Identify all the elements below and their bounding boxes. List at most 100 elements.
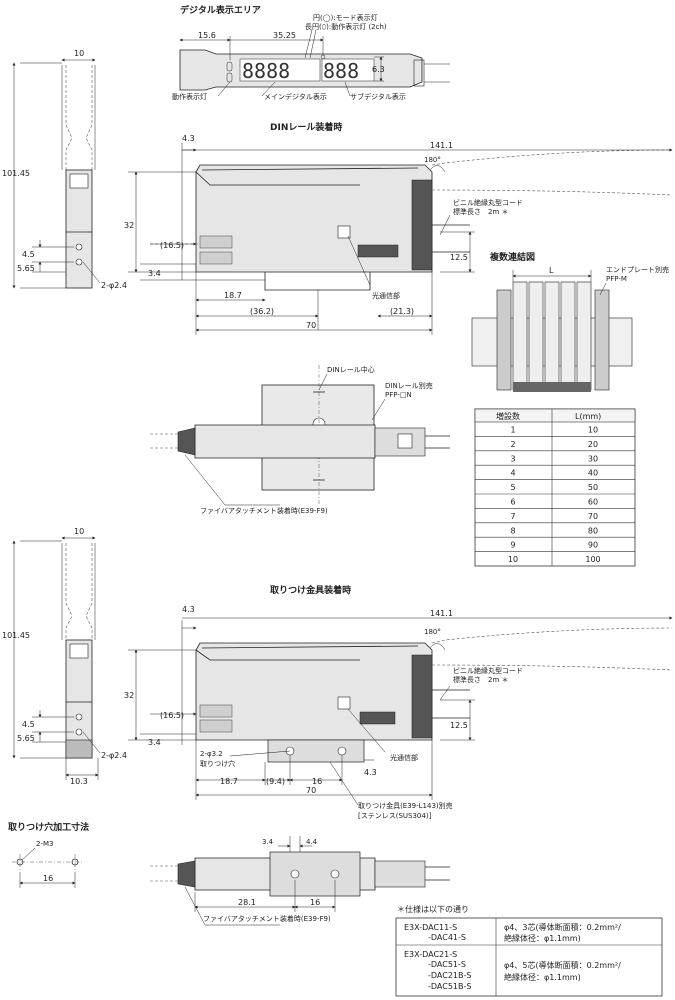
table-cell-L: 10 xyxy=(588,426,598,435)
spec-row1-desc-1: φ4、3芯(導体断面積：0.2mm²/ xyxy=(504,922,621,932)
table-cell-count: 3 xyxy=(510,454,515,463)
bracket-light-comm-label: 光通信部 xyxy=(390,753,418,762)
bracket-part-label-2: [ステンレス(SUS304)] xyxy=(358,812,432,820)
bracket-dim-16-5: (16.5) xyxy=(160,711,184,720)
hole-dim-2m3: 2-M3 xyxy=(36,840,53,848)
multi-units xyxy=(512,281,592,392)
bracket-dim-4-3b: 4.3 xyxy=(364,768,377,777)
dim-6-3: 6.3 xyxy=(372,65,385,74)
spec-row1-model-2: -DAC41-S xyxy=(428,933,466,942)
bracket-side-fiber-port-1 xyxy=(199,704,233,718)
bracket-dim-2phi2-4: 2-φ2.4 xyxy=(101,751,127,760)
mounting-bracket xyxy=(267,739,365,763)
label-sub-display: サブデジタル表示 xyxy=(350,92,406,101)
multi-end-plate-left xyxy=(496,289,512,391)
bracket-side-light-comm-window xyxy=(337,696,351,710)
din-front-body xyxy=(65,169,93,289)
table-header-L: L(mm) xyxy=(575,412,601,421)
spec-row1-model-1: E3X-DAC11-S xyxy=(404,923,457,932)
spec-row1-desc-2: 絶縁体径：φ1.1mm) xyxy=(504,933,581,943)
digital-area-title: デジタル表示エリア xyxy=(180,4,261,16)
din-bottom-view: DINレール中心 DINレール別売 PFP-□N ファイバアタッチメント装着時(… xyxy=(150,365,450,515)
bottom-dim-28-1: 28.1 xyxy=(238,898,256,907)
din-cord-label-2: 標準長さ 2m ＊ xyxy=(453,207,509,216)
din-dim-4-3: 4.3 xyxy=(182,134,195,143)
bracket-dim-3-4: 3.4 xyxy=(148,738,161,747)
bracket-dim-70: 70 xyxy=(306,786,316,795)
table-cell-L: 40 xyxy=(588,469,598,478)
hole-dims-title: 取りつけ穴加工寸法 xyxy=(8,821,89,833)
spec-row2-model-4: -DAC51B-S xyxy=(428,982,471,991)
table-cell-L: 50 xyxy=(588,483,598,492)
table-cell-L: 90 xyxy=(588,541,598,550)
bracket-front-view: 10 101.45 4.5 5.65 2-φ2.4 10.3 xyxy=(2,527,127,786)
bracket-bottom-plate xyxy=(269,851,361,897)
digital-area-view: デジタル表示エリア 8888 888 15.6 35.25 6.3 円(◯):モ… xyxy=(172,4,450,101)
dim-15-6: 15.6 xyxy=(198,31,216,40)
table-cell-count: 6 xyxy=(510,498,515,507)
bracket-dim-10: 10 xyxy=(74,527,84,536)
bracket-front-body xyxy=(65,639,93,759)
bracket-dim-4-3: 4.3 xyxy=(182,605,195,614)
din-dim-141-1: 141.1 xyxy=(430,141,453,150)
bracket-mount-title: 取りつけ金具装着時 xyxy=(270,584,351,596)
bracket-cord-label-2: 標準長さ 2m ＊ xyxy=(453,675,509,684)
sub-digital-display: 888 xyxy=(321,58,375,83)
din-dim-70: 70 xyxy=(306,321,316,330)
din-cord-label-1: ビニル絶縁丸型コード xyxy=(453,198,523,207)
bracket-side-view: 取りつけ金具装着時 4.3 141.1 180° 32 (16.5) 3.4 2… xyxy=(124,584,673,820)
bracket-hole-2 xyxy=(337,746,347,756)
din-dim-2phi2-4: 2-φ2.4 xyxy=(101,281,127,290)
hole-dim-16: 16 xyxy=(43,874,53,883)
din-dim-12-5: 12.5 xyxy=(450,253,468,262)
svg-text:888: 888 xyxy=(323,59,359,83)
bracket-front-fiber-hole-1 xyxy=(75,713,83,721)
spec-row2-model-2: -DAC51-S xyxy=(428,960,466,969)
din-front-view: 10 101.45 4.5 5.65 2-φ2.4 xyxy=(2,49,127,290)
din-front-fiber-hole-2 xyxy=(75,258,83,266)
din-light-comm-label: 光通信部 xyxy=(372,291,400,300)
table-cell-count: 2 xyxy=(510,440,515,449)
din-front-fiber-hole-1 xyxy=(75,243,83,251)
table-cell-L: 20 xyxy=(588,440,598,449)
din-dim-21-3: (21.3) xyxy=(390,307,414,316)
table-cell-count: 9 xyxy=(510,541,515,550)
bracket-bottom-view: 3.4 4.4 28.1 16 ファイバアタッチメント装着時(E39-F9) xyxy=(150,836,450,926)
legend-operation-indicator: 長円(⬯):動作表示灯 (2ch) xyxy=(305,22,387,31)
dim-35-25: 35.25 xyxy=(273,31,296,40)
bracket-dim-16: 16 xyxy=(312,777,322,786)
label-operation-indicator: 動作表示灯 xyxy=(172,92,207,101)
bracket-front-fiber-hole-2 xyxy=(75,728,83,736)
bracket-dim-32: 32 xyxy=(124,691,134,700)
bottom-dim-4-4: 4.4 xyxy=(306,838,318,846)
legend-mode-indicator: 円(◯):モード表示灯 xyxy=(313,13,378,22)
table-cell-count: 5 xyxy=(510,483,515,492)
multi-end-plate-right xyxy=(594,289,610,391)
din-side-fiber-port-2 xyxy=(199,251,233,265)
bracket-dim-2phi3-2: 2-φ3.2 xyxy=(200,750,223,758)
table-header-count: 増設数 xyxy=(496,411,520,421)
table-cell-count: 8 xyxy=(510,526,515,535)
bracket-dim-5-65: 5.65 xyxy=(17,734,35,743)
bracket-cord-label-1: ビニル絶縁丸型コード xyxy=(453,666,523,675)
operation-indicator-oval-2 xyxy=(226,72,233,83)
bracket-dim-18-7: 18.7 xyxy=(220,777,238,786)
bracket-dim-180deg: 180° xyxy=(424,628,441,636)
spec-row2-model-3: -DAC21B-S xyxy=(428,971,471,980)
bracket-dim-9-4: (9.4) xyxy=(266,777,285,786)
spec-row2-model-1: E3X-DAC21-S xyxy=(404,950,457,959)
table-cell-L: 60 xyxy=(588,498,598,507)
svg-text:8888: 8888 xyxy=(242,59,290,83)
bracket-dim-4-5: 4.5 xyxy=(22,720,35,729)
din-dim-16-5: (16.5) xyxy=(160,241,184,250)
table-cell-L: 70 xyxy=(588,512,598,521)
main-digital-display: 8888 xyxy=(239,58,321,83)
end-plate-label-2: PFP-M xyxy=(606,275,627,283)
table-cell-L: 100 xyxy=(585,555,600,564)
din-mount-title: DINレール装着時 xyxy=(270,121,342,133)
din-dim-3-4: 3.4 xyxy=(148,269,161,278)
din-rail-label-2: PFP-□N xyxy=(385,391,412,399)
din-dim-5-65: 5.65 xyxy=(17,264,35,273)
